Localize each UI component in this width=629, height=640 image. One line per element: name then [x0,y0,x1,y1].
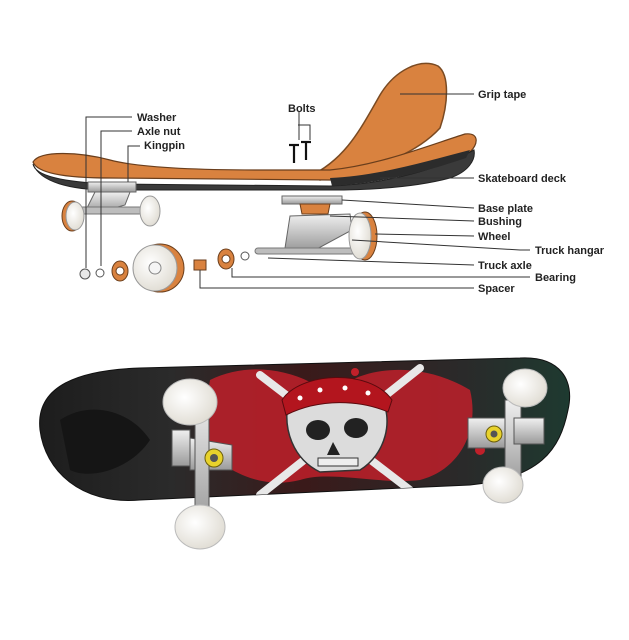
nut-icon [79,268,91,280]
left-truck-photo [162,378,233,550]
label-kingpin: Kingpin [144,140,185,152]
label-skateboard-deck: Skateboard deck [478,173,567,185]
label-truck-axle: Truck axle [478,260,532,272]
skateboard-product-photo [39,357,571,550]
leader-lines [85,93,530,289]
deck-dark-tail [330,150,470,186]
pirate-skull-icon [281,377,393,473]
right-truck-assembly [254,195,378,261]
label-bolts: Bolts [288,103,316,115]
washer-icon [95,268,105,278]
wheel-photo-br [482,466,524,504]
wheel-photo-tl [162,378,218,426]
label-bushing: Bushing [478,216,522,228]
wheel-photo-bl [174,504,226,550]
label-washer: Washer [137,112,177,124]
spacer-icon [193,259,207,271]
wheel-photo-tr [502,368,548,408]
label-grip-tape: Grip tape [478,89,526,101]
exploded-diagram: Washer Axle nut Kingpin Bolts Grip tape … [32,62,605,295]
label-axle-nut: Axle nut [137,126,181,138]
label-wheel: Wheel [478,231,510,243]
washer-icon-right [240,251,250,261]
deck-grip-layer [32,133,477,181]
label-bearing: Bearing [535,272,576,284]
left-truck-assembly [61,181,161,232]
label-truck-hangar: Truck hangar [535,245,605,257]
exploded-parts [79,243,250,293]
label-spacer: Spacer [478,283,515,295]
bushing-part [299,203,331,215]
label-base-plate: Base plate [478,203,533,215]
bolts-icon [289,140,311,163]
right-truck-photo [467,368,548,504]
